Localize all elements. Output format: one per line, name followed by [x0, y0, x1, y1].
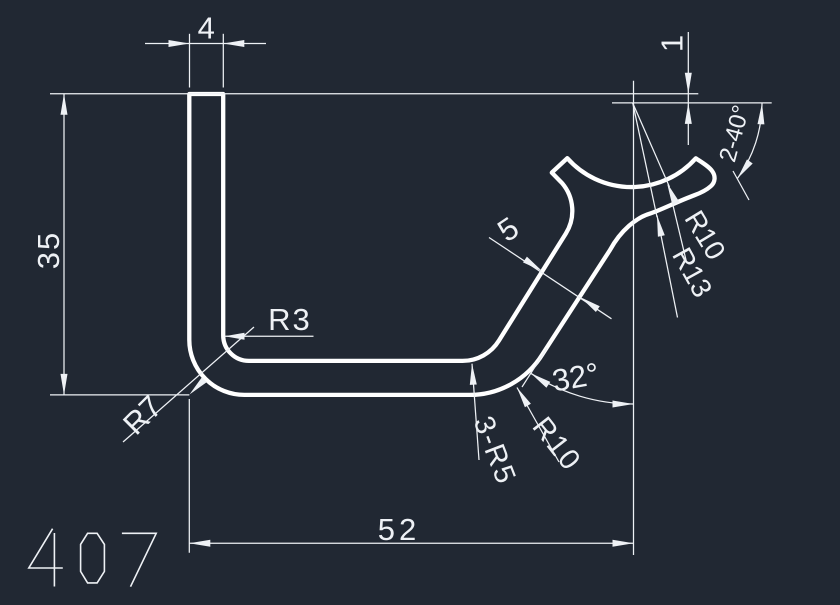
svg-text:1: 1 — [655, 35, 690, 52]
svg-text:35: 35 — [31, 231, 66, 269]
svg-text:R3: R3 — [268, 302, 312, 337]
svg-text:32°: 32° — [550, 356, 602, 399]
svg-text:4: 4 — [198, 10, 215, 45]
svg-text:52: 52 — [378, 512, 420, 547]
